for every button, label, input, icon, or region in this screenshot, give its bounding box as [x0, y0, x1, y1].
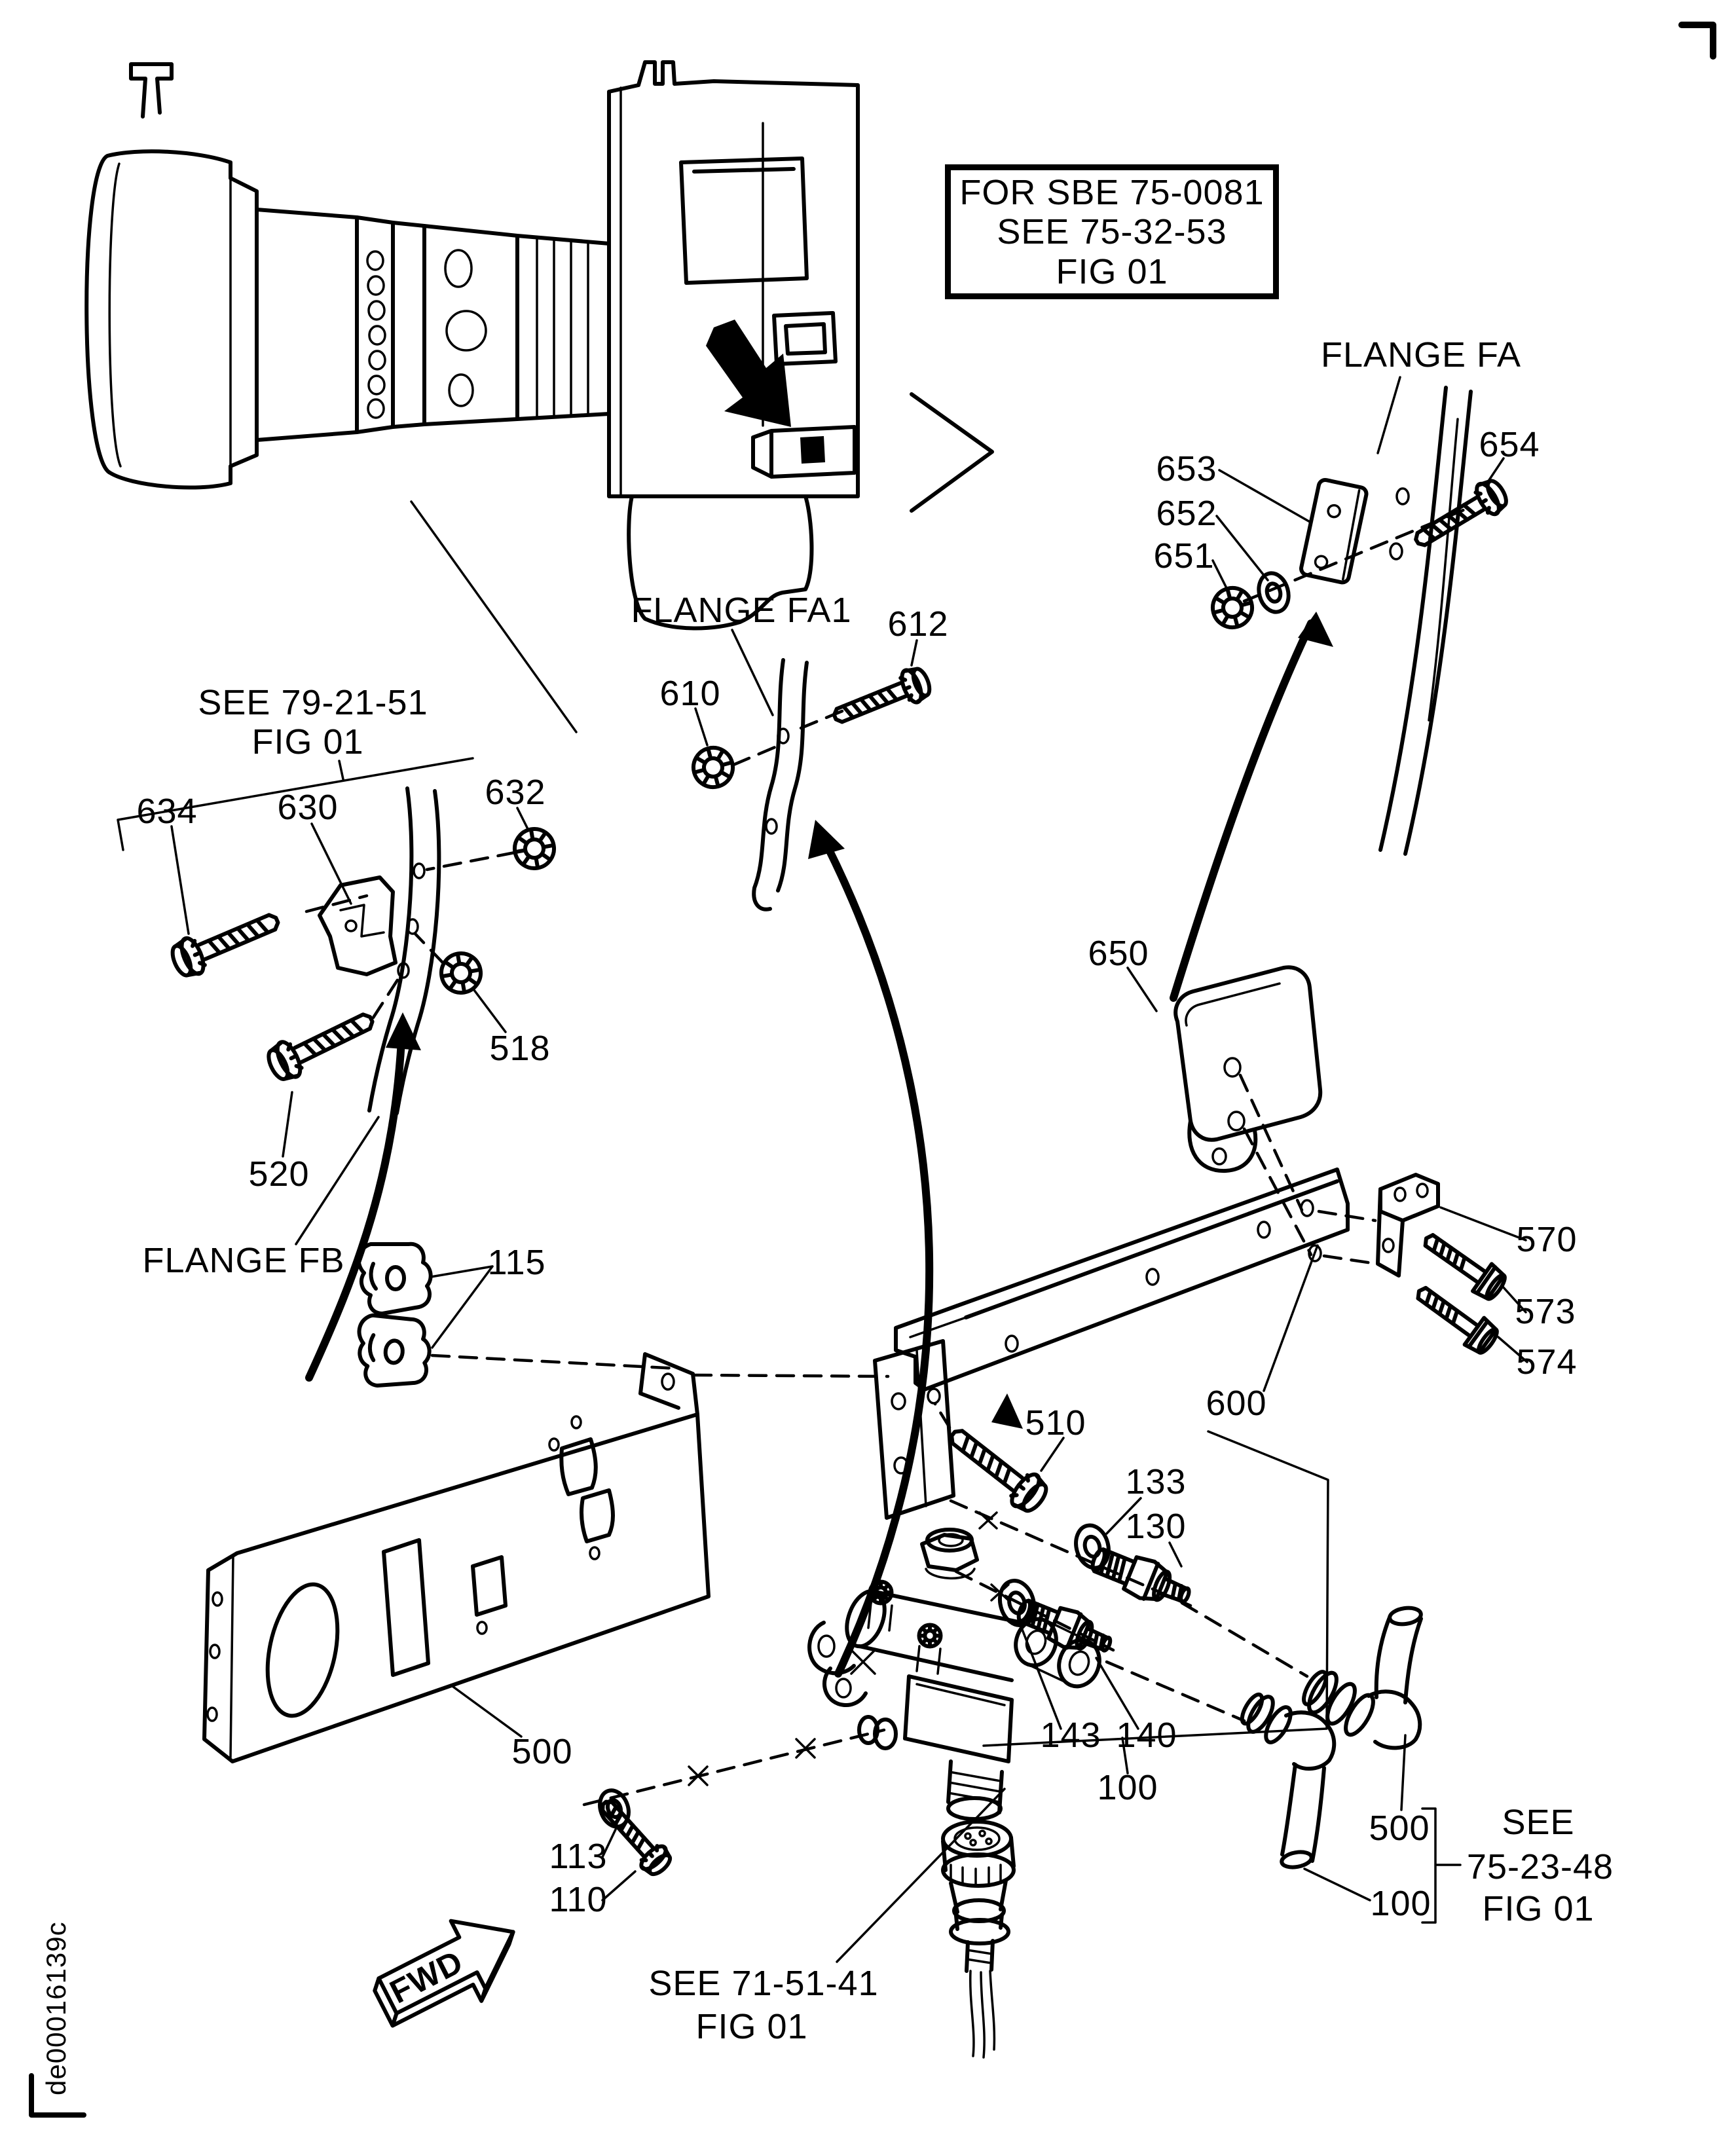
callout-520: 520	[248, 1154, 309, 1194]
label-flange-fa: FLANGE FA	[1321, 335, 1521, 375]
washer-652	[1255, 570, 1293, 615]
reference-box-line2: SEE 75-32-53	[997, 212, 1227, 251]
corner-code: de00016139c	[41, 1921, 71, 2095]
nut-632	[511, 826, 557, 872]
bar-600-holes	[1006, 1200, 1321, 1352]
callout-652: 652	[1156, 494, 1217, 533]
callout-654: 654	[1479, 425, 1540, 464]
label-flange-fa1: FLANGE FA1	[631, 591, 851, 630]
callout-100-valve: 100	[1097, 1768, 1158, 1807]
bracket-630	[320, 877, 396, 974]
reference-box: FOR SBE 75-0081 SEE 75-32-53 FIG 01	[945, 164, 1279, 299]
reference-box-line1: FOR SBE 75-0081	[959, 172, 1265, 212]
flange-fa-assembly	[1208, 377, 1511, 854]
corner-marks	[31, 25, 1713, 2115]
callout-573: 573	[1515, 1292, 1576, 1331]
callout-100-hose: 100	[1370, 1884, 1431, 1923]
callout-632: 632	[485, 773, 545, 812]
callout-140: 140	[1116, 1716, 1177, 1755]
bar-600-end-bracket	[875, 1341, 953, 1518]
label-see-71-51-41-1: SEE 71-51-41	[648, 1964, 878, 2003]
plate-500-small-holes	[208, 1416, 599, 1721]
callout-600: 600	[1206, 1384, 1266, 1423]
elbow-500	[1299, 1606, 1422, 1748]
bar-600	[875, 1169, 1348, 1518]
bolt-510-group	[935, 1393, 1063, 1517]
callout-110: 110	[549, 1880, 607, 1919]
callout-133: 133	[1125, 1462, 1186, 1501]
group-outline-100	[984, 1431, 1328, 1773]
callout-510: 510	[1025, 1403, 1086, 1443]
label-see-79-21-51-1: SEE 79-21-51	[198, 683, 428, 722]
callout-570: 570	[1516, 1220, 1577, 1259]
engine-port-holes	[367, 251, 385, 418]
callout-500-hose: 500	[1369, 1809, 1430, 1848]
hose-label-bracket	[1422, 1809, 1460, 1922]
callout-651: 651	[1153, 536, 1214, 576]
callout-612: 612	[887, 604, 948, 644]
bolt-612	[828, 664, 934, 733]
clamps-115	[354, 1244, 888, 1391]
label-see-75-23-48-1: SEE	[1502, 1803, 1574, 1842]
callout-113: 113	[549, 1837, 607, 1876]
callout-574: 574	[1516, 1342, 1577, 1382]
valve-assembly-100	[809, 1431, 1328, 2057]
plate-500	[204, 1354, 709, 1761]
washer-113-bolt-110	[584, 1730, 884, 1900]
callout-634: 634	[136, 792, 197, 831]
flange-fa1-assembly	[689, 630, 934, 910]
label-see-71-51-41-2: FIG 01	[695, 2007, 807, 2046]
engine-case-slots	[445, 250, 486, 406]
reference-arrows	[309, 612, 1333, 1674]
callout-143: 143	[1040, 1716, 1101, 1755]
callout-130: 130	[1125, 1507, 1186, 1546]
callout-653: 653	[1156, 449, 1217, 488]
valve-mount-bracket	[809, 1623, 875, 1705]
callout-630: 630	[277, 788, 338, 827]
elbow-100	[1238, 1691, 1334, 1869]
nut-518	[438, 950, 484, 996]
flange-fb-assembly	[118, 758, 557, 1244]
bolt-520	[263, 1003, 379, 1085]
nut-610	[689, 743, 737, 791]
label-see-75-23-48-3: FIG 01	[1482, 1889, 1594, 1928]
nut-651	[1208, 583, 1256, 631]
label-see-75-23-48-2: 75-23-48	[1467, 1847, 1614, 1886]
callout-650: 650	[1088, 934, 1149, 973]
bracket-570-group	[1319, 1175, 1527, 1362]
fwd-arrow: FWD	[362, 1898, 534, 2042]
valve-solenoid-stud-2	[917, 1623, 942, 1648]
label-flange-fb: FLANGE FB	[142, 1241, 344, 1280]
fitting-130	[1087, 1540, 1195, 1614]
callout-500-plate: 500	[511, 1732, 572, 1771]
engine-illustration	[86, 62, 992, 732]
plate-653	[1300, 479, 1367, 583]
engine-location-arrow	[706, 320, 791, 427]
callout-115: 115	[487, 1243, 545, 1282]
reference-box-line3: FIG 01	[1056, 251, 1168, 291]
hose-elbows	[1238, 1606, 1460, 1922]
engine-break-arrowhead	[912, 394, 992, 511]
electrical-connector	[943, 1822, 1014, 2057]
callout-518: 518	[489, 1029, 550, 1068]
label-see-79-21-51-2: FIG 01	[251, 722, 363, 762]
callout-610: 610	[659, 674, 720, 713]
